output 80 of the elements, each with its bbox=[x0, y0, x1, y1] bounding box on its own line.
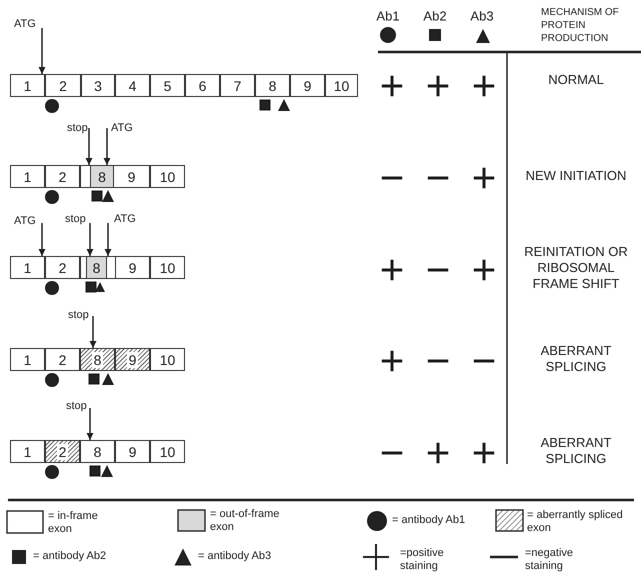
edge-label: ATG bbox=[14, 18, 36, 30]
staining-sign: + bbox=[472, 157, 496, 199]
arrow bbox=[104, 223, 112, 256]
exon-box: 10 bbox=[150, 256, 185, 279]
exon-box: 10 bbox=[150, 440, 185, 463]
exon-box: 8 bbox=[80, 348, 115, 371]
legend-label: = antibody Ab1 bbox=[392, 514, 466, 527]
staining-sign: + bbox=[472, 249, 496, 291]
exon-box: 9 bbox=[113, 165, 150, 188]
edge-label: stop bbox=[67, 122, 88, 134]
exon-box: 2 bbox=[45, 165, 80, 188]
staining-sign: + bbox=[472, 65, 496, 107]
staining-sign: − bbox=[426, 249, 450, 291]
mechanism-label: REINITATION OR RIBOSOMAL FRAME SHIFT bbox=[523, 244, 629, 292]
exon-box: 1 bbox=[10, 74, 45, 97]
exon-box: 10 bbox=[325, 74, 358, 97]
edge-label: ATG bbox=[14, 215, 36, 227]
edge-label: ATG bbox=[111, 122, 133, 134]
column-header: Ab2 bbox=[423, 8, 447, 24]
mechanism-label: NORMAL bbox=[547, 72, 605, 88]
column-header: MECHANISM OF PROTEIN PRODUCTION bbox=[541, 6, 620, 45]
mechanism-label: ABERRANT SPLICING bbox=[540, 435, 612, 467]
exon-box: 9 bbox=[115, 440, 150, 463]
staining-sign: − bbox=[426, 157, 450, 199]
exon-box: 2 bbox=[45, 348, 80, 371]
exon-box: 1 bbox=[10, 440, 45, 463]
mechanism-label: ABERRANT SPLICING bbox=[540, 343, 612, 375]
staining-sign: − bbox=[380, 157, 404, 199]
edge-label: stop bbox=[66, 400, 87, 412]
arrow bbox=[38, 223, 46, 256]
legend-label: = antibody Ab2 bbox=[33, 550, 108, 563]
legend-label: =positive staining bbox=[400, 547, 445, 573]
exon-box bbox=[80, 165, 91, 188]
staining-sign: + bbox=[472, 432, 496, 474]
staining-sign: + bbox=[426, 432, 450, 474]
staining-sign: + bbox=[380, 249, 404, 291]
staining-sign: + bbox=[426, 65, 450, 107]
exon-box: 3 bbox=[81, 74, 115, 97]
exon-box: 6 bbox=[185, 74, 220, 97]
exon-box: 2 bbox=[45, 256, 80, 279]
exon-box: 9 bbox=[115, 348, 150, 371]
arrow bbox=[86, 408, 94, 440]
exon-box: 1 bbox=[10, 256, 45, 279]
edge-label: stop bbox=[65, 213, 86, 225]
staining-sign: − bbox=[426, 340, 450, 382]
exon-box: 5 bbox=[150, 74, 185, 97]
exon-box: 9 bbox=[290, 74, 325, 97]
exon-box: 10 bbox=[150, 348, 185, 371]
exon-box: 1 bbox=[10, 165, 45, 188]
exon-box: 2 bbox=[45, 74, 81, 97]
edge-label: ATG bbox=[114, 213, 136, 225]
exon-box bbox=[106, 256, 116, 279]
legend-label: = antibody Ab3 bbox=[198, 550, 272, 563]
legend-label: = aberrantly spliced exon bbox=[527, 509, 624, 535]
arrow bbox=[104, 128, 110, 165]
column-header: Ab3 bbox=[470, 8, 494, 24]
legend-label: = out-of-frame exon bbox=[210, 508, 280, 534]
exon-box: 9 bbox=[115, 256, 150, 279]
exon-box: 2 bbox=[45, 440, 80, 463]
column-header: Ab1 bbox=[376, 8, 400, 24]
exon-box: 8 bbox=[90, 165, 114, 188]
arrow bbox=[86, 128, 92, 165]
arrow bbox=[38, 28, 46, 74]
arrow bbox=[90, 316, 96, 348]
exon-box: 8 bbox=[86, 256, 107, 279]
legend-label: = in-frame exon bbox=[48, 510, 99, 536]
staining-sign: − bbox=[472, 340, 496, 382]
exon-box: 10 bbox=[150, 165, 185, 188]
arrow bbox=[86, 223, 94, 256]
edge-label: stop bbox=[68, 309, 89, 321]
exon-box: 8 bbox=[255, 74, 290, 97]
staining-sign: − bbox=[380, 432, 404, 474]
mechanism-label: NEW INITIATION bbox=[524, 168, 628, 184]
exon-box: 1 bbox=[10, 348, 45, 371]
exon-box: 8 bbox=[80, 440, 115, 463]
legend-label: =negative staining bbox=[525, 547, 574, 573]
exon-box: 4 bbox=[115, 74, 150, 97]
staining-sign: + bbox=[380, 340, 404, 382]
exon-box: 7 bbox=[220, 74, 255, 97]
staining-sign: + bbox=[380, 65, 404, 107]
